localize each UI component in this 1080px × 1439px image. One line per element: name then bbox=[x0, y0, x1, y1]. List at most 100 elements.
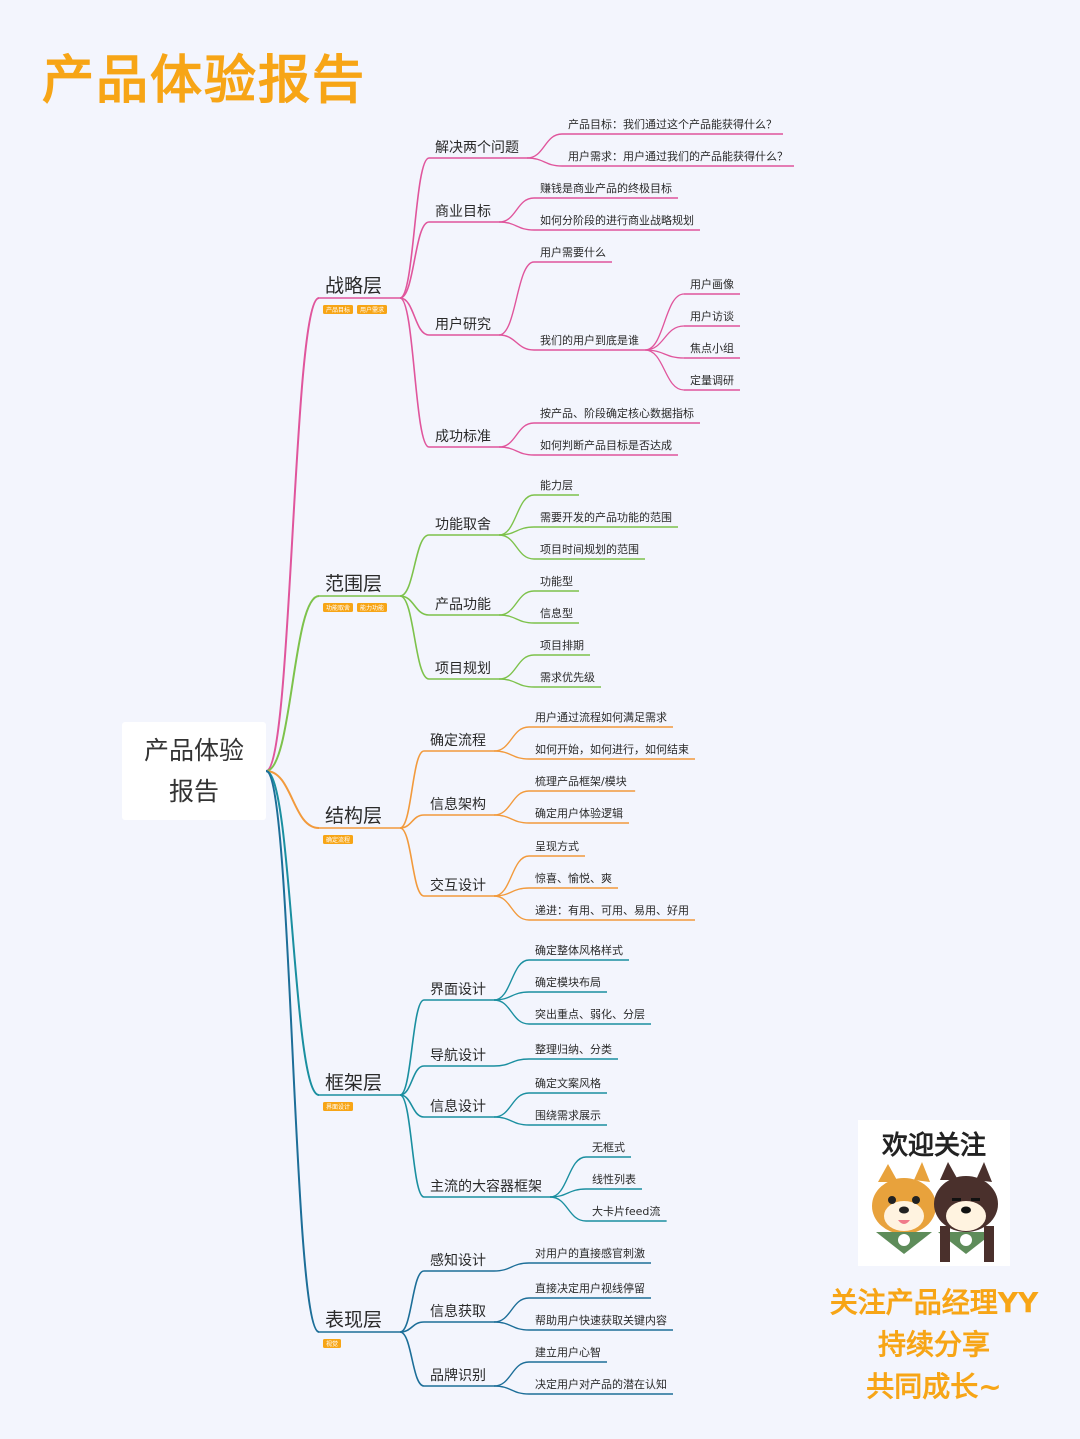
layer-structure-topic-2-item-2[interactable]: 递进：有用、可用、易用、好用 bbox=[535, 903, 689, 917]
layer-strategy-topic-2-item-0[interactable]: 用户需要什么 bbox=[540, 245, 606, 259]
layer-strategy-topic-3[interactable]: 成功标准 bbox=[435, 429, 491, 445]
layer-structure-topic-1-item-0-connector bbox=[493, 790, 530, 816]
layer-surface-topic-2-item-0[interactable]: 建立用户心智 bbox=[535, 1345, 601, 1359]
layer-scope-topic-0-item-1[interactable]: 需要开发的产品功能的范围 bbox=[540, 510, 672, 524]
layer-skeleton-topic-2-item-0-connector bbox=[493, 1092, 530, 1118]
follow-line2: 持续分享 bbox=[877, 1328, 990, 1361]
layer-skeleton-topic-1-connector bbox=[399, 1065, 425, 1096]
layer-structure[interactable]: 结构层 bbox=[325, 805, 382, 827]
layer-skeleton-topic-0-item-2-connector bbox=[493, 999, 530, 1025]
layer-structure-topic-0-item-0[interactable]: 用户通过流程如何满足需求 bbox=[535, 710, 667, 724]
layer-structure-topic-1[interactable]: 信息架构 bbox=[430, 796, 486, 813]
layer-structure-topic-2-item-1[interactable]: 惊喜、愉悦、爽 bbox=[535, 871, 612, 885]
layer-scope-topic-0-connector bbox=[399, 534, 430, 597]
layer-strategy-topic-3-item-0[interactable]: 按产品、阶段确定核心数据指标 bbox=[540, 406, 694, 420]
follow-line1: 关注产品经理YY bbox=[829, 1286, 1039, 1319]
layer-skeleton-topic-1-item-0-connector bbox=[493, 1058, 530, 1067]
layer-scope-topic-2-item-1[interactable]: 需求优先级 bbox=[540, 671, 595, 684]
layer-strategy-topic-1-item-1[interactable]: 如何分阶段的进行商业战略规划 bbox=[540, 213, 694, 227]
layer-structure-topic-0-connector bbox=[399, 750, 425, 829]
layer-scope-topic-0-item-2[interactable]: 项目时间规划的范围 bbox=[540, 542, 639, 556]
layer-surface[interactable]: 表现层 bbox=[325, 1309, 382, 1331]
layer-surface-topic-1-item-0-connector bbox=[493, 1297, 530, 1323]
layer-strategy-topic-1-connector bbox=[399, 221, 430, 299]
layer-strategy-topic-1-item-0[interactable]: 赚钱是商业产品的终极目标 bbox=[540, 181, 672, 195]
layer-skeleton-topic-1[interactable]: 导航设计 bbox=[430, 1048, 486, 1064]
layer-strategy-topic-2-item-1-sub-3[interactable]: 定量调研 bbox=[690, 373, 734, 387]
layer-structure-topic-2-connector bbox=[399, 827, 425, 897]
layer-strategy-topic-2-item-1-sub-1[interactable]: 用户访谈 bbox=[690, 309, 734, 323]
layer-surface-topic-1-item-1-connector bbox=[493, 1321, 530, 1331]
layer-skeleton-topic-0-item-0-connector bbox=[493, 959, 530, 1001]
layer-scope-topic-1[interactable]: 产品功能 bbox=[435, 597, 491, 613]
layer-strategy-topic-2-item-1[interactable]: 我们的用户到底是谁 bbox=[540, 333, 639, 347]
layer-strategy-topic-2-item-1-sub-2[interactable]: 焦点小组 bbox=[690, 341, 734, 355]
layer-skeleton[interactable]: 框架层 bbox=[325, 1072, 382, 1094]
layer-surface-topic-0[interactable]: 感知设计 bbox=[430, 1252, 486, 1269]
layer-skeleton-tag-label-0: 界面设计 bbox=[326, 1103, 350, 1111]
layer-skeleton-topic-0[interactable]: 界面设计 bbox=[430, 982, 486, 998]
layer-scope-topic-2-item-0[interactable]: 项目排期 bbox=[540, 638, 584, 652]
layer-skeleton-tag-0 bbox=[323, 1102, 353, 1111]
layer-strategy-topic-2-item-1-sub-0[interactable]: 用户画像 bbox=[690, 277, 734, 291]
layer-strategy-topic-0-item-1-connector bbox=[526, 157, 563, 167]
layer-skeleton-topic-0-item-1[interactable]: 确定模块布局 bbox=[535, 975, 601, 989]
layer-skeleton-topic-3-item-1[interactable]: 线性列表 bbox=[592, 1172, 636, 1186]
layer-skeleton-topic-3-item-0[interactable]: 无框式 bbox=[592, 1141, 625, 1154]
layer-strategy-topic-0[interactable]: 解决两个问题 bbox=[435, 140, 519, 156]
layer-skeleton-topic-3-item-2[interactable]: 大卡片feed流 bbox=[592, 1204, 660, 1218]
layer-surface-topic-0-item-0[interactable]: 对用户的直接感官刺激 bbox=[535, 1246, 645, 1260]
layer-surface-tag-0 bbox=[323, 1339, 341, 1348]
layer-strategy-topic-3-connector bbox=[399, 297, 430, 448]
layer-skeleton-topic-0-item-0[interactable]: 确定整体风格样式 bbox=[535, 943, 623, 957]
layer-surface-topic-0-item-0-connector bbox=[493, 1262, 530, 1272]
layer-strategy-topic-2-item-1-connector bbox=[498, 334, 535, 351]
layer-structure-topic-0[interactable]: 确定流程 bbox=[430, 733, 486, 749]
layer-strategy[interactable]: 战略层 bbox=[325, 275, 382, 297]
layer-scope-topic-0-item-0[interactable]: 能力层 bbox=[540, 478, 573, 492]
layer-skeleton-topic-2-item-0[interactable]: 确定文案风格 bbox=[535, 1076, 601, 1090]
layer-strategy-topic-3-item-1[interactable]: 如何判断产品目标是否达成 bbox=[540, 438, 672, 452]
layer-strategy-connector bbox=[265, 297, 320, 772]
layer-surface-topic-2-item-1[interactable]: 决定用户对产品的潜在认知 bbox=[535, 1377, 667, 1391]
layer-structure-topic-1-item-0[interactable]: 梳理产品框架/模块 bbox=[535, 774, 627, 788]
layer-strategy-topic-3-item-0-connector bbox=[498, 422, 535, 448]
layer-strategy-topic-0-item-0-connector bbox=[526, 133, 563, 159]
layer-surface-topic-1-item-0[interactable]: 直接决定用户视线停留 bbox=[535, 1281, 645, 1295]
layer-structure-topic-0-item-1[interactable]: 如何开始，如何进行，如何结束 bbox=[535, 742, 689, 756]
layer-strategy-topic-0-connector bbox=[399, 157, 430, 299]
layer-surface-topic-1-item-1[interactable]: 帮助用户快速获取关键内容 bbox=[535, 1313, 667, 1327]
layer-strategy-tag-label-1: 用户需求 bbox=[360, 306, 384, 314]
layer-strategy-topic-0-item-0[interactable]: 产品目标：我们通过这个产品能获得什么？ bbox=[568, 117, 777, 131]
layer-strategy-tag-label-0: 产品目标 bbox=[326, 306, 350, 314]
layer-strategy-topic-2[interactable]: 用户研究 bbox=[435, 316, 491, 333]
layer-scope-topic-2[interactable]: 项目规划 bbox=[435, 661, 491, 677]
layer-scope-topic-1-item-0[interactable]: 功能型 bbox=[540, 574, 573, 588]
layer-surface-topic-2[interactable]: 品牌识别 bbox=[430, 1367, 486, 1384]
layer-skeleton-topic-3[interactable]: 主流的大容器框架 bbox=[430, 1178, 542, 1195]
layer-scope-topic-1-item-1[interactable]: 信息型 bbox=[540, 606, 573, 620]
layer-strategy-topic-2-item-1-sub-1-connector bbox=[644, 325, 685, 351]
layer-skeleton-topic-2-item-1[interactable]: 围绕需求展示 bbox=[535, 1109, 601, 1122]
layer-skeleton-topic-2-item-1-connector bbox=[493, 1116, 530, 1126]
dark-dog-icon bbox=[934, 1162, 998, 1262]
root-label-line2: 报告 bbox=[168, 777, 219, 806]
layer-skeleton-topic-0-item-2[interactable]: 突出重点、弱化、分层 bbox=[535, 1007, 645, 1021]
layer-strategy-topic-1[interactable]: 商业目标 bbox=[435, 204, 491, 220]
layer-strategy-topic-2-connector bbox=[399, 297, 430, 336]
layer-skeleton-topic-1-item-0[interactable]: 整理归纳、分类 bbox=[535, 1042, 612, 1056]
layer-skeleton-topic-2[interactable]: 信息设计 bbox=[430, 1098, 486, 1115]
layer-structure-topic-1-connector bbox=[399, 814, 425, 829]
layer-strategy-topic-0-item-1[interactable]: 用户需求：用户通过我们的产品能获得什么？ bbox=[568, 149, 788, 163]
layer-surface-topic-1[interactable]: 信息获取 bbox=[430, 1303, 486, 1320]
sticker-text: 欢迎关注 bbox=[881, 1130, 986, 1161]
root-node[interactable]: 产品体验 报告 bbox=[122, 722, 266, 820]
layer-scope-topic-0[interactable]: 功能取舍 bbox=[435, 517, 491, 533]
layer-scope[interactable]: 范围层 bbox=[325, 573, 382, 595]
layer-structure-topic-2[interactable]: 交互设计 bbox=[430, 877, 486, 894]
follow-line3: 共同成长~ bbox=[866, 1370, 1002, 1403]
layer-scope-topic-1-item-0-connector bbox=[498, 590, 535, 616]
layer-structure-topic-2-item-0[interactable]: 呈现方式 bbox=[535, 839, 579, 853]
layer-structure-topic-1-item-1[interactable]: 确定用户体验逻辑 bbox=[535, 806, 623, 820]
layer-structure-topic-2-item-2-connector bbox=[493, 895, 530, 921]
